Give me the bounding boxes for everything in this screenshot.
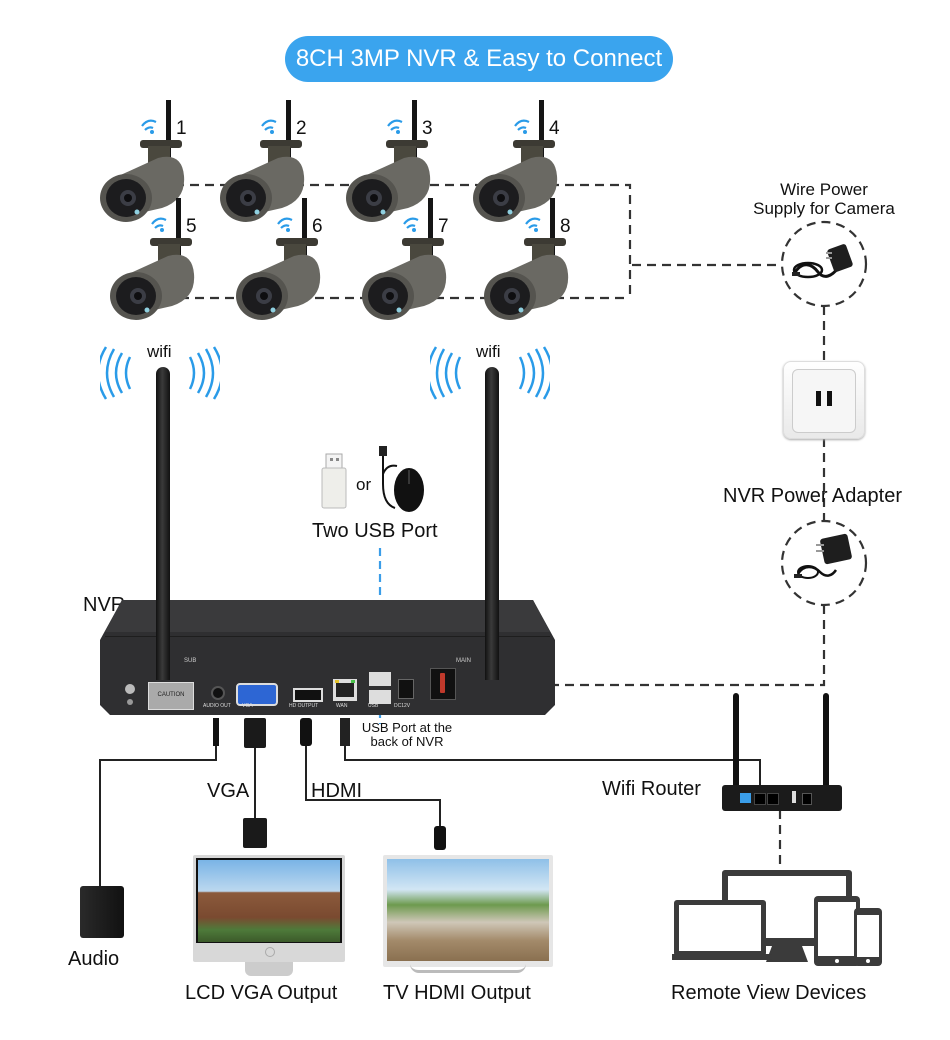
lcd-monitor-icon [193,855,345,962]
camera-number-label: 6 [312,216,323,237]
nvr-antenna-left-base [156,600,170,680]
hdmi-port [293,688,323,702]
hdmi-cable-label: HDMI [311,780,363,802]
camera-5: 5 [102,198,212,338]
bullet-camera-icon [100,100,185,222]
port-label-wan: WAN [336,703,348,709]
camera-3: 3 [338,100,448,240]
camera-supply-label-line2: Supply for Camera [753,199,895,218]
tv-icon [383,855,553,967]
camera-number-label: 7 [438,216,449,237]
vga-cable-label: VGA [207,780,250,802]
usb-or-text: or [356,475,372,494]
nvr-label: NVR [83,594,126,616]
audio-cable [99,745,217,888]
vga-plug [244,718,266,748]
caution-text: CAUTION [157,692,185,698]
camera-number-label: 4 [549,118,560,139]
usb-back-label: USB Port at the back of NVR [357,721,457,749]
camera-number-label: 8 [560,216,571,237]
camera-supply-label: Wire Power Supply for Camera [735,180,913,218]
caution-sticker: CAUTION [148,682,194,710]
usb-flash-drive-icon [321,453,347,509]
camera-8: 8 [476,198,586,338]
bullet-camera-icon [362,198,447,320]
camera-number-label: 2 [296,118,307,139]
usb-back-label-line2: back of NVR [370,734,444,749]
dc12v-port [398,679,414,699]
wifi-router-label: Wifi Router [602,778,701,800]
lan-cable [344,745,761,788]
nvr-antenna-right-base [485,600,499,680]
vga-connector-icon [243,818,267,848]
usb-back-label-line1: USB Port at the [361,720,453,735]
antenna-main-label: MAIN [456,658,471,664]
camera-6: 6 [228,198,338,338]
bullet-camera-icon [110,198,195,320]
camera-1: 1 [92,100,202,240]
hdmi-cable [305,745,441,828]
camera-7: 7 [354,198,464,338]
remote-view-devices-icon [672,870,882,966]
lcd-vga-output-label: LCD VGA Output [185,982,338,1004]
camera-number-label: 5 [186,216,197,237]
bullet-camera-icon [484,198,569,320]
hdmi-connector-icon [434,826,446,850]
adapter-to-nvr-dashed-line [545,605,826,687]
tv-stand [410,964,526,973]
remote-view-devices-label: Remote View Devices [671,982,867,1004]
antenna-sub-label: SUB [184,658,197,664]
lan-plug [340,718,350,746]
camera-number-label: 3 [422,118,433,139]
bullet-camera-icon [473,100,558,222]
usb-port-1 [369,672,391,686]
port-label-dc: DC12V [394,703,411,709]
router-antenna-right [823,693,829,798]
port-label-hdmi: HD OUTPUT [289,703,319,709]
audio-plug [213,718,219,746]
bullet-camera-icon [236,198,321,320]
wall-outlet-icon [783,361,865,439]
power-switch[interactable] [430,668,456,700]
wan-port [333,679,357,701]
camera-4: 4 [465,100,575,240]
port-label-vga: VGA [242,703,253,709]
nvr-power-adapter-icon [794,533,852,579]
title-banner: 8CH 3MP NVR & Easy to Connect [285,36,673,82]
audio-speaker-icon [80,886,124,938]
two-usb-port-label: Two USB Port [312,520,438,542]
camera-number-label: 1 [176,118,187,139]
camera-supply-label-line1: Wire Power [780,180,868,199]
tv-hdmi-output-label: TV HDMI Output [383,982,531,1004]
wifi-label-left: wifi [147,342,172,361]
hdmi-plug [300,718,312,746]
wifi-router-icon [722,785,842,811]
router-antenna-left [733,693,739,798]
usb-port-2 [369,690,391,704]
audio-label: Audio [68,948,120,970]
camera-row1-dashed-line [175,183,632,295]
camera-2: 2 [212,100,322,240]
screw-icon [127,699,133,705]
port-label-usb: USB [368,703,379,709]
camera-power-adapter-icon [792,244,853,279]
lcd-monitor-stand [245,962,293,976]
audio-out-port [211,686,225,700]
nvr-power-adapter-label: NVR Power Adapter [723,485,902,507]
ground-screw-icon [125,684,135,694]
wifi-signal-waves-right-icon [430,346,550,400]
wifi-signal-waves-left-icon [100,346,220,400]
vga-port [236,683,278,706]
bullet-camera-icon [220,100,305,222]
bullet-camera-icon [346,100,431,222]
port-label-audio-out: AUDIO OUT [203,703,231,709]
wifi-label-right: wifi [476,342,501,361]
usb-mouse-icon [379,446,424,512]
